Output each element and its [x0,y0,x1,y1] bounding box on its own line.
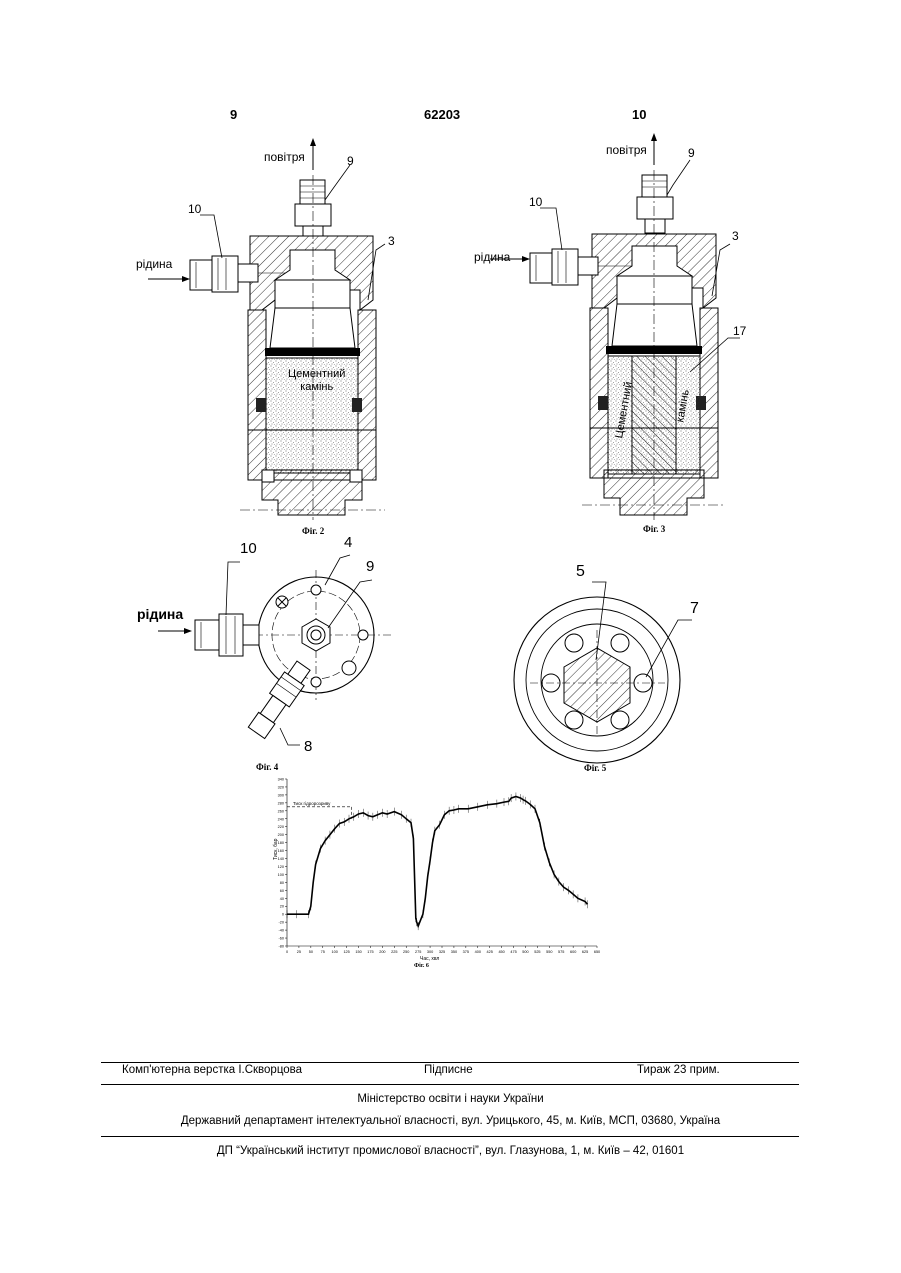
fig6-y-tick-label: 100 [278,873,284,877]
fig6-caption: Фіг. 6 [414,963,429,969]
fig6-y-tick-label: 120 [278,865,284,869]
fig6-xlabel: Час, хвл [420,956,439,962]
fig6-x-tick-label: 50 [309,950,313,954]
fig6-x-tick-label: 275 [415,950,421,954]
fig6-x-tick-label: 100 [332,950,338,954]
fig6-x-tick-label: 0 [286,950,288,954]
fig6-x-tick-label: 425 [487,950,493,954]
fig6-y-tick-label: -60 [279,937,285,941]
fig6-x-tick-label: 150 [355,950,361,954]
fig6-series-line [287,797,588,927]
fig6-x-tick-label: 300 [427,950,433,954]
fig6-x-tick-label: 550 [546,950,552,954]
fig6-x-tick-label: 600 [570,950,576,954]
footer-rule-top [101,1062,799,1063]
fig6-y-tick-label: 280 [278,801,284,805]
fig6-y-tick-label: -20 [279,921,285,925]
fig6-y-tick-label: 340 [278,778,284,782]
fig6-y-tick-label: 260 [278,809,284,813]
fig6-y-tick-label: 320 [278,785,284,789]
fig6-x-tick-label: 650 [594,950,600,954]
footer-signed: Підписне [424,1064,473,1076]
fig6-x-tick-label: 500 [522,950,528,954]
fig6-y-tick-label: 20 [280,905,284,909]
fig6-y-tick-label: 80 [280,881,284,885]
fig6-x-tick-label: 25 [297,950,301,954]
footer-rule-bottom [101,1136,799,1137]
fig6-x-tick-label: 125 [343,950,349,954]
fig6-y-tick-label: 220 [278,825,284,829]
fig6-x-tick-label: 450 [498,950,504,954]
fig6-ylabel: Тиск, бар [273,839,279,860]
fig6-x-tick-label: 175 [367,950,373,954]
fig6-x-tick-label: 325 [439,950,445,954]
fig6-y-tick-label: -40 [279,929,285,933]
footer-circulation: Тираж 23 прим. [637,1064,720,1076]
footer-ministry: Міністерство освіти і науки України [0,1093,901,1105]
fig6-x-tick-label: 475 [510,950,516,954]
footer-department: Державний департамент інтелектуальної вл… [0,1115,901,1127]
footer-layout: Комп'ютерна верстка І.Скворцова [122,1064,302,1076]
fig6-y-tick-label: 240 [278,817,284,821]
fig6-x-tick-label: 250 [403,950,409,954]
fig6-annotation: Тиск гідророзриву [293,801,330,806]
fig6-x-tick-label: 625 [582,950,588,954]
fig6-y-tick-label: 60 [280,889,284,893]
fig6-y-tick-label: 40 [280,897,284,901]
fig6-x-tick-label: 400 [475,950,481,954]
footer-rule-middle [101,1084,799,1085]
fig6-x-tick-label: 375 [463,950,469,954]
fig6-x-tick-label: 200 [379,950,385,954]
fig6-x-tick-label: 525 [534,950,540,954]
fig6-y-tick-label: 200 [278,833,284,837]
footer-institute: ДП “Український інститут промислової вла… [0,1145,901,1157]
fig6-y-tick-label: -80 [279,945,285,949]
fig6-x-tick-label: 350 [451,950,457,954]
fig6-x-tick-label: 575 [558,950,564,954]
fig6-x-tick-label: 75 [321,950,325,954]
fig6-y-tick-label: 300 [278,793,284,797]
fig6-y-tick-label: 0 [282,913,284,917]
fig6-x-tick-label: 225 [391,950,397,954]
